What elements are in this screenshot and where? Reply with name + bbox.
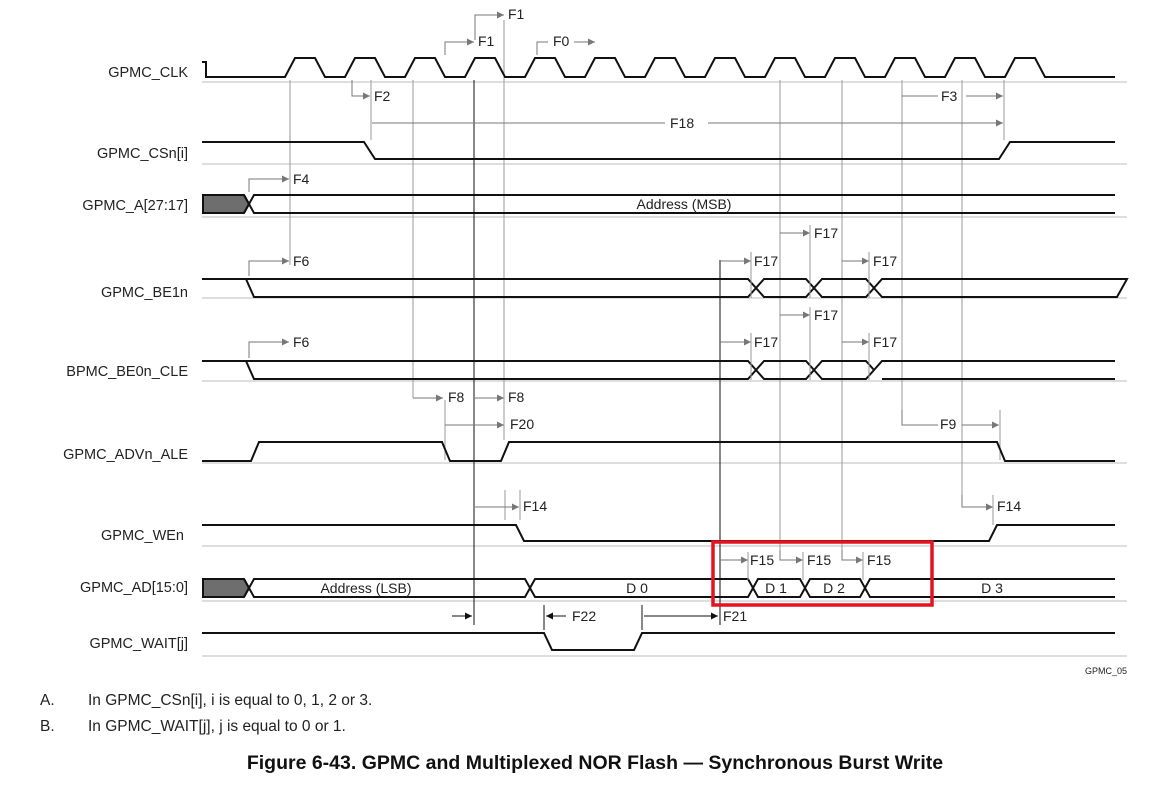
timing-label-f14-b: F14 [997, 498, 1021, 514]
ad-undefined-region [202, 578, 251, 598]
signal-label-csn: GPMC_CSn[i] [97, 146, 188, 162]
timing-label-f14-a: F14 [523, 498, 547, 514]
timing-label-f4: F4 [293, 171, 310, 187]
waveforms [202, 57, 1129, 651]
guide-lines [289, 20, 1005, 625]
timing-label-f6-be0: F6 [293, 334, 310, 350]
timing-label-f8-a: F8 [448, 389, 465, 405]
bus-value-d0: D 0 [626, 580, 648, 596]
timing-labels: F1 F1 F0 F2 F3 F18 F4 F6 F6 F17 F17 F17 … [293, 6, 1021, 624]
timing-label-f17-be1-c: F17 [873, 253, 897, 269]
signal-label-be0: BPMC_BE0n_CLE [66, 364, 188, 380]
highlight-box [711, 540, 934, 607]
bus-value-d1: D 1 [765, 580, 787, 596]
figure-id: GPMC_05 [1085, 666, 1127, 676]
signal-label-ad: GPMC_AD[15:0] [80, 580, 188, 596]
bus-values: Address (MSB) Address (LSB) D 0 D 1 D 2 … [320, 196, 1003, 596]
csn-waveform [202, 141, 1115, 160]
timing-label-f3: F3 [941, 88, 958, 104]
a-bus [243, 194, 1115, 214]
bus-value-address-msb: Address (MSB) [637, 196, 732, 212]
wen-waveform [202, 524, 1115, 542]
signal-labels: GPMC_CLK GPMC_CSn[i] GPMC_A[27:17] GPMC_… [63, 65, 188, 652]
timing-label-f2: F2 [374, 88, 391, 104]
note-marker: A. [40, 692, 55, 709]
note-a: A. In GPMC_CSn[i], i is equal to 0, 1, 2… [40, 688, 372, 714]
ad-bus [243, 578, 1115, 598]
note-text: In GPMC_WAIT[j], j is equal to 0 or 1. [88, 718, 346, 735]
a-undefined-region [202, 194, 251, 214]
timing-label-f1: F1 [478, 33, 495, 49]
timing-label-f15-a: F15 [750, 552, 774, 568]
timing-label-f17-be1-a: F17 [754, 253, 778, 269]
timing-label-f17-be0-a: F17 [754, 334, 778, 350]
bus-value-d2: D 2 [823, 580, 845, 596]
timing-label-f1-top: F1 [508, 6, 525, 22]
signal-label-wen: GPMC_WEn [101, 528, 184, 544]
signal-label-wait: GPMC_WAIT[j] [89, 636, 188, 652]
timing-label-f6-be1: F6 [293, 253, 310, 269]
bus-value-d3: D 3 [981, 580, 1003, 596]
timing-label-f22: F22 [572, 608, 596, 624]
timing-label-f15-b: F15 [807, 552, 831, 568]
signal-label-be1: GPMC_BE1n [101, 285, 188, 301]
figure-caption: Figure 6-43. GPMC and Multiplexed NOR Fl… [246, 752, 944, 774]
signal-label-a: GPMC_A[27:17] [82, 198, 188, 214]
note-b: B. In GPMC_WAIT[j], j is equal to 0 or 1… [40, 714, 372, 740]
clk-waveform [202, 57, 1115, 78]
signal-label-clk: GPMC_CLK [108, 65, 188, 81]
timing-label-f18: F18 [670, 115, 694, 131]
timing-diagram: GPMC_CLK GPMC_CSn[i] GPMC_A[27:17] GPMC_… [63, 6, 1129, 676]
be0-waveform [202, 360, 1115, 380]
signal-label-adv: GPMC_ADVn_ALE [63, 447, 188, 463]
note-text: In GPMC_CSn[i], i is equal to 0, 1, 2 or… [88, 692, 373, 709]
wait-waveform [202, 632, 1115, 651]
timing-label-f9: F9 [940, 416, 957, 432]
adv-waveform [202, 441, 1115, 462]
timing-label-f0: F0 [553, 33, 570, 49]
be1-waveform [202, 278, 1129, 298]
bus-value-address-lsb: Address (LSB) [320, 580, 411, 596]
timing-label-f17-be0-c: F17 [873, 334, 897, 350]
notes: A. In GPMC_CSn[i], i is equal to 0, 1, 2… [40, 688, 372, 740]
row-separators [202, 81, 1127, 657]
timing-label-f17-be0-b: F17 [814, 307, 838, 323]
timing-label-f20: F20 [510, 416, 534, 432]
timing-label-f17-be1-b: F17 [814, 225, 838, 241]
timing-label-f15-c: F15 [867, 552, 891, 568]
timing-label-f21: F21 [723, 608, 747, 624]
note-marker: B. [40, 718, 55, 735]
timing-label-f8-b: F8 [508, 389, 525, 405]
timing-arrows [248, 11, 1003, 630]
